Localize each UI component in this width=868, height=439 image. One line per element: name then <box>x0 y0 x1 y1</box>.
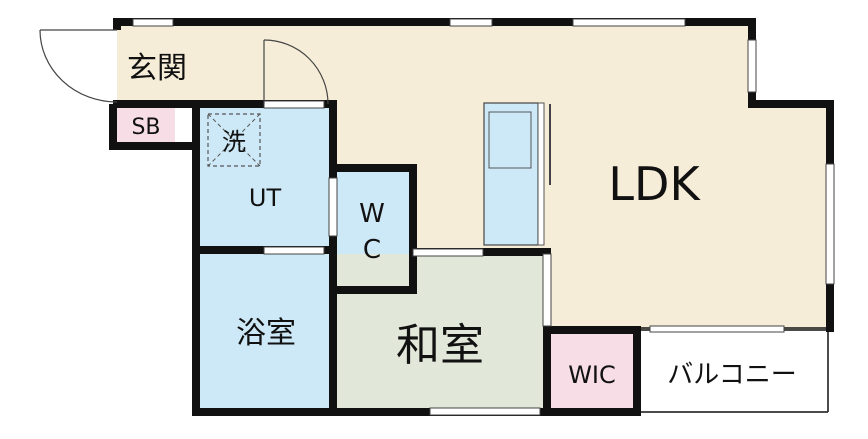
sb-floor <box>117 106 175 144</box>
washer-space-icon <box>207 113 261 167</box>
wic-floor <box>549 330 635 410</box>
washer-label: 洗 <box>222 128 246 156</box>
ldk-label: LDK <box>608 157 701 211</box>
floors <box>117 22 828 412</box>
door-swing-icon <box>39 29 118 103</box>
genkan-label: 玄関 <box>127 51 187 86</box>
kitchen-counter-icon <box>483 102 551 246</box>
wic-label: WIC <box>568 361 616 389</box>
balcony-label: バルコニー <box>667 360 796 390</box>
wc-label-c: C <box>363 235 381 265</box>
ldk-floor <box>117 22 826 330</box>
sb-label: SB <box>131 115 160 140</box>
windows <box>132 18 835 416</box>
bath-label: 浴室 <box>236 316 296 351</box>
washitsu-floor <box>334 254 544 412</box>
balcony-floor <box>638 330 828 410</box>
genkan-floor <box>117 22 197 104</box>
wc-label-w: W <box>359 199 385 229</box>
ut-floor <box>200 106 330 248</box>
door-swing-icon <box>263 39 329 105</box>
bath-floor <box>200 252 330 408</box>
ut-label: UT <box>249 184 282 212</box>
washitsu-label: 和室 <box>396 320 484 371</box>
